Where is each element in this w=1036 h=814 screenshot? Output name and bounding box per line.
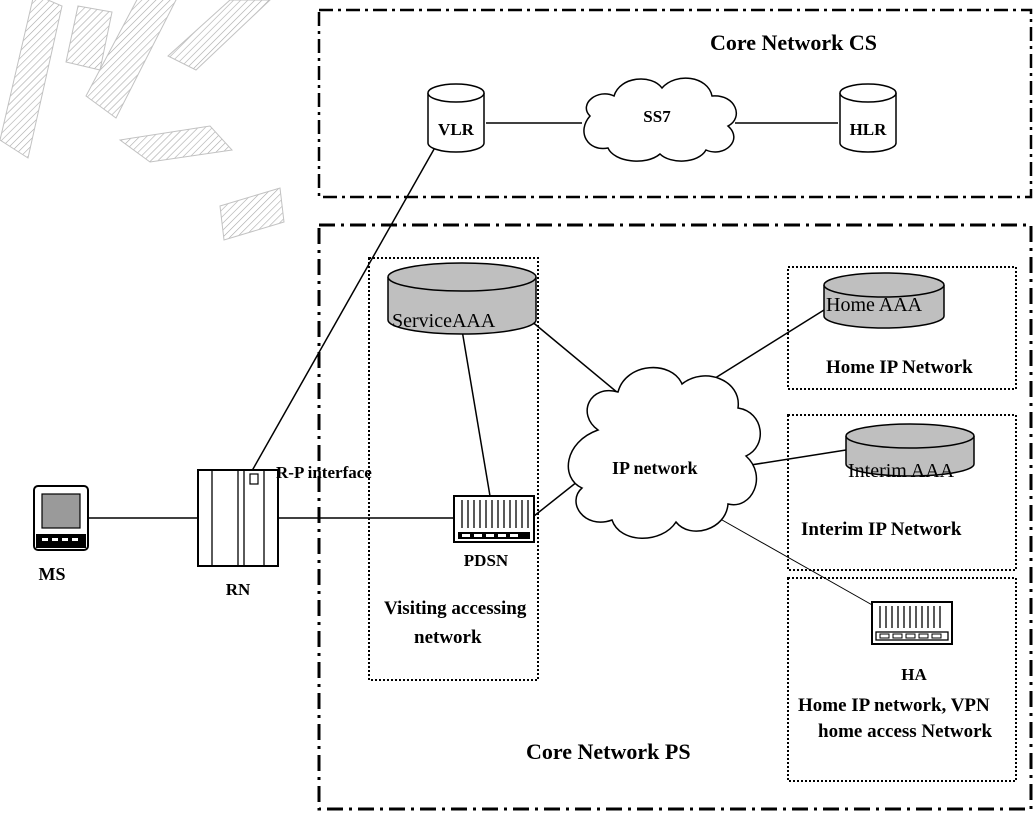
ms-label: MS — [39, 564, 66, 584]
link-serviceaaa-ipnetwork — [529, 319, 625, 399]
home-vpn-network-box — [787, 577, 1017, 782]
vlr-label: VLR — [438, 120, 475, 139]
interim-aaa-label: Interim AAA — [848, 460, 955, 482]
ha-label: HA — [901, 665, 927, 684]
home-vpn-label-line1: Home IP network, VPN — [798, 695, 990, 716]
ms-node: MS — [33, 485, 89, 584]
visiting-network-label-line2: network — [414, 627, 482, 648]
ss7-node: SS7 — [583, 77, 738, 162]
hlr-label: HLR — [850, 120, 888, 139]
interim-ip-network-box — [787, 414, 1017, 571]
database-cylinder-icon — [845, 423, 975, 477]
interim-aaa-node: Interim AAA — [845, 423, 975, 482]
core-network-ps-title: Core Network PS — [526, 739, 691, 764]
pdsn-label: PDSN — [464, 551, 509, 570]
watermark — [0, 0, 285, 241]
home-aaa-node: Home AAA — [823, 272, 945, 329]
home-vpn-label-line2: home access Network — [818, 721, 993, 742]
service-aaa-node: ServiceAAA — [387, 262, 537, 335]
pdsn-node: PDSN — [453, 495, 535, 570]
interim-ip-network-label: Interim IP Network — [801, 519, 962, 540]
link-rn-vlr — [239, 127, 447, 493]
terminal-icon — [33, 485, 89, 551]
link-serviceaaa-pdsn — [461, 329, 491, 497]
ha-node: HA — [871, 601, 953, 684]
home-aaa-label: Home AAA — [826, 294, 923, 316]
ss7-label: SS7 — [643, 107, 671, 126]
rn-node: RN — [197, 469, 279, 599]
ip-network-label: IP network — [612, 458, 698, 478]
hlr-node: HLR — [839, 83, 897, 153]
server-rack-icon — [453, 495, 535, 543]
core-network-cs-boundary — [317, 8, 1033, 199]
visiting-network-label-line1: Visiting accessing — [384, 598, 527, 619]
link-ipnetwork-ha — [707, 511, 875, 607]
core-network-cs-title: Core Network CS — [710, 30, 877, 55]
cloud-icon — [583, 77, 738, 162]
database-cylinder-icon — [387, 262, 537, 335]
rn-label: RN — [226, 580, 251, 599]
ip-network-node: IP network — [567, 366, 761, 539]
cabinet-icon — [197, 469, 279, 567]
rp-interface-label: R-P interface — [276, 463, 372, 482]
vlr-node: VLR — [427, 83, 485, 153]
database-cylinder-icon — [427, 83, 485, 153]
service-aaa-label: ServiceAAA — [392, 310, 496, 332]
server-rack-icon — [871, 601, 953, 645]
visiting-network-box — [368, 257, 539, 681]
home-ip-network-box — [787, 266, 1017, 390]
link-ipnetwork-interimaaa — [737, 449, 847, 468]
database-cylinder-icon — [823, 272, 945, 329]
home-ip-network-label: Home IP Network — [826, 357, 973, 378]
core-network-ps-boundary — [317, 223, 1033, 811]
database-cylinder-icon — [839, 83, 897, 153]
cloud-icon — [567, 366, 761, 539]
